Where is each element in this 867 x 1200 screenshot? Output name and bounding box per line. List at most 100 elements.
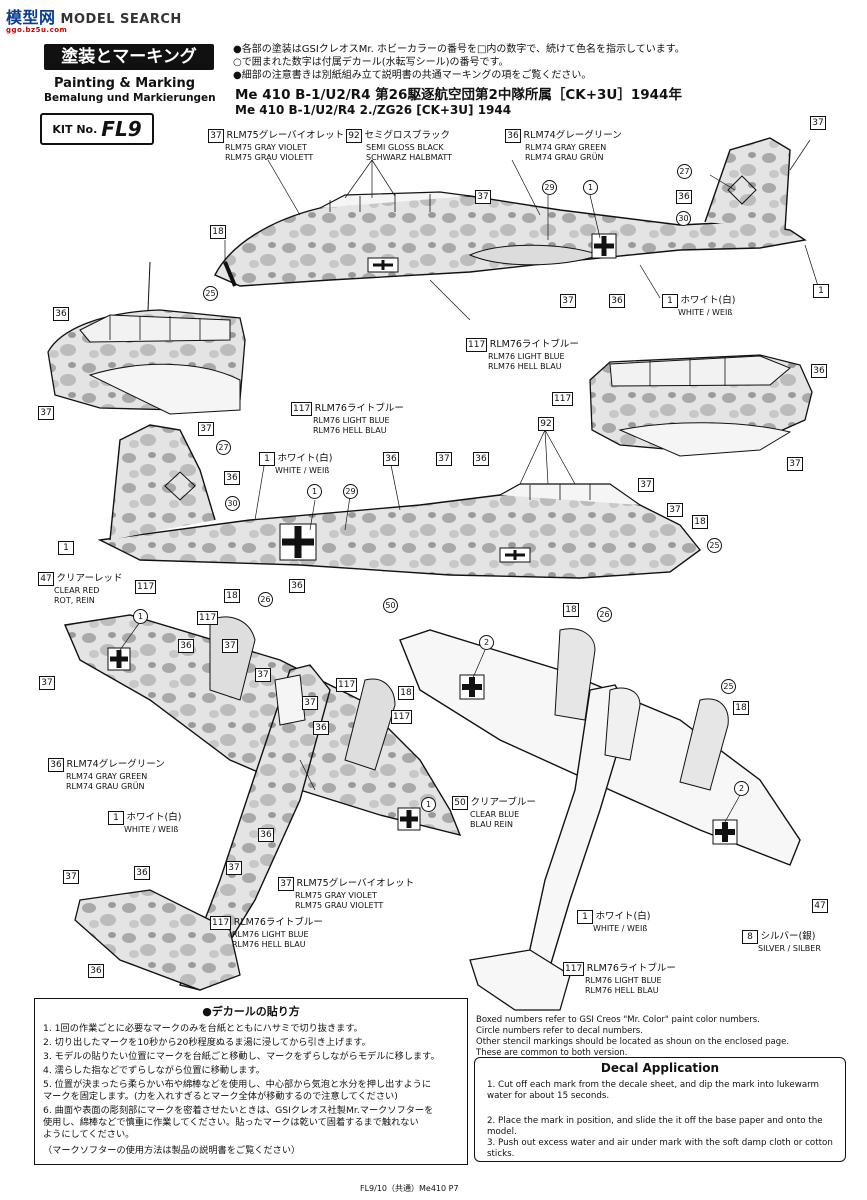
callout-117-plan: 117 RLM76ライトブルー RLM76 LIGHT BLUE RLM76 H… — [210, 916, 323, 949]
callout-1-plan: 1 ホワイト(白) WHITE / WEIß — [108, 811, 181, 835]
plan-view-bottom — [399, 628, 801, 1011]
label-37-plan-a: 37 — [222, 639, 238, 653]
label-27-tail: 27 — [677, 164, 692, 179]
label-29-mid: 29 — [343, 484, 358, 499]
note-line-3: ●細部の注意書きは別紙組み立て説明書の共通マーキングの項をご覧ください。 — [233, 70, 592, 81]
decal-application-item: 2. Place the mark in position, and slide… — [487, 1116, 823, 1137]
decal-line: 5. 位置が決まったら柔らかい布や綿棒などを使用し、中心部から気泡と水分を押し出… — [43, 1079, 432, 1090]
label-1-tailfin: 1 — [813, 284, 829, 298]
label-50-plan: 50 — [383, 598, 398, 613]
label-37-mid-d: 37 — [638, 478, 654, 492]
label-117-plan-c: 117 — [391, 710, 413, 724]
label-18-plan-d: 18 — [733, 701, 749, 715]
english-note: These are common to both version. — [476, 1048, 628, 1058]
english-note: Boxed numbers refer to GSI Creos "Mr. Co… — [476, 1015, 760, 1025]
side-view-right — [97, 424, 702, 579]
callout-1-mid: 1 ホワイト(白) WHITE / WEIß — [259, 452, 332, 476]
callout-92-top: 92 セミグロスブラック SEMI GLOSS BLACK SCHWARZ HA… — [346, 129, 452, 162]
label-92-mid: 92 — [538, 417, 554, 431]
decal-line: （マークソフターの使用方法は製品の説明書をご覧ください） — [43, 1145, 301, 1156]
label-117-nose-right: 117 — [552, 392, 574, 406]
label-25-mid: 25 — [707, 538, 722, 553]
label-18-plan-b: 18 — [398, 686, 414, 700]
label-2-plan-a: 2 — [479, 635, 494, 650]
aircraft-heading-jp: Me 410 B-1/U2/R4 第26駆逐航空団第2中隊所属［CK+3U］19… — [235, 87, 682, 103]
decal-line: 使用し、綿棒などで慎重に作業してください。貼ったマークは乾いて固着するまで触れな… — [43, 1117, 419, 1128]
label-2-plan-b: 2 — [734, 781, 749, 796]
label-36-plan-d: 36 — [134, 866, 150, 880]
kit-number-box: KIT No. FL9 — [40, 113, 154, 145]
callout-36-top: 36 RLM74グレーグリーン RLM74 GRAY GREEN RLM74 G… — [505, 129, 622, 162]
callout-47: 47 クリアーレッド CLEAR RED ROT, REIN — [38, 572, 122, 605]
english-note: Other stencil markings should be located… — [476, 1037, 790, 1047]
callout-117-top: 117 RLM76ライトブルー RLM76 LIGHT BLUE RLM76 H… — [466, 338, 579, 371]
english-notes: Boxed numbers refer to GSI Creos "Mr. Co… — [476, 1015, 789, 1059]
nose-detail-right — [589, 354, 813, 457]
decal-line: 6. 曲面や表面の彫刻部にマークを密着させたいときは、GSIクレオス社製Mr.マ… — [43, 1105, 434, 1116]
label-37-top-mid: 37 — [475, 190, 491, 204]
watermark: 模型网 MODEL SEARCH ggo.bz5u.com — [6, 4, 182, 34]
aircraft-heading-en: Me 410 B-1/U2/R4 2./ZG26 [CK+3U] 1944 — [235, 103, 512, 117]
label-117-mid-low: 117 — [135, 580, 157, 594]
plan-view-top — [64, 614, 462, 991]
label-37-mid-tail: 37 — [198, 422, 214, 436]
label-26-plan-a: 26 — [258, 592, 273, 607]
label-36-mid-low: 36 — [289, 579, 305, 593]
label-37-top-low: 37 — [560, 294, 576, 308]
note-line-2: ○で囲まれた数字は付属デカール(水転写シール)の番号です。 — [233, 57, 509, 68]
callout-37-plan: 37 RLM75グレーバイオレット RLM75 GRAY VIOLET RLM7… — [278, 877, 414, 910]
label-27-mid: 27 — [216, 440, 231, 455]
label-1-plan-a: 1 — [133, 609, 148, 624]
decal-application-box: Decal Application 1. Cut off each mark f… — [474, 1057, 846, 1162]
callout-1-top: 1 ホワイト(白) WHITE / WEIß — [662, 294, 735, 318]
watermark-sub: ggo.bz5u.com — [6, 26, 68, 34]
callout-8: 8 シルバー(銀) SILVER / SILBER — [742, 930, 821, 954]
label-37-plan-b: 37 — [39, 676, 55, 690]
side-view-left — [214, 137, 807, 287]
label-36-mid: 36 — [224, 471, 240, 485]
label-36-plan-e: 36 — [88, 964, 104, 978]
label-36-tail: 36 — [676, 190, 692, 204]
label-1-mid-left: 1 — [58, 541, 74, 555]
label-117-plan-a: 117 — [197, 611, 219, 625]
label-1-mid: 1 — [307, 484, 322, 499]
kit-number: FL9 — [101, 117, 142, 141]
callout-37-top: 37 RLM75グレーバイオレット RLM75 GRAY VIOLET RLM7… — [208, 129, 344, 162]
decal-line: 2. 切り出したマークを10秒から20秒程度ぬるま湯に浸してから引き上げます。 — [43, 1037, 371, 1048]
english-note: Circle numbers refer to decal numbers. — [476, 1026, 643, 1036]
label-37-plan-e: 37 — [226, 861, 242, 875]
decal-application-item: 3. Push out excess water and air under m… — [487, 1138, 833, 1159]
callout-117-bottom: 117 RLM76ライトブルー RLM76 LIGHT BLUE RLM76 H… — [563, 962, 676, 995]
label-1-plan-b: 1 — [421, 797, 436, 812]
label-36-top-low: 36 — [609, 294, 625, 308]
decal-application-item: 1. Cut off each mark from the decale she… — [487, 1080, 820, 1101]
decal-instructions-jp: ●デカールの貼り方 1. 1回の作業ごとに必要なマークのみを台紙とともにハサミで… — [34, 998, 468, 1165]
callout-1-bottom: 1 ホワイト(白) WHITE / WEIß — [577, 910, 650, 934]
label-37-nose-right: 37 — [787, 457, 803, 471]
label-37-plan-f: 37 — [63, 870, 79, 884]
label-37-plan-c: 37 — [255, 668, 271, 682]
kit-label: KIT No. — [52, 122, 98, 136]
label-36-nose: 36 — [53, 307, 69, 321]
section-title-de: Bemalung und Markierungen — [44, 92, 216, 104]
label-18-mid: 18 — [692, 515, 708, 529]
callout-117-nose: 117 RLM76ライトブルー RLM76 LIGHT BLUE RLM76 H… — [291, 402, 404, 435]
label-37-mid-e: 37 — [667, 503, 683, 517]
nose-detail-left — [47, 261, 246, 415]
label-36-plan-a: 36 — [178, 639, 194, 653]
label-30-tail: 30 — [676, 211, 691, 226]
label-36-mid-b: 36 — [383, 452, 399, 466]
section-title-en: Painting & Marking — [54, 76, 196, 91]
label-1-top: 1 — [583, 180, 598, 195]
label-36-mid-c: 36 — [473, 452, 489, 466]
label-117-plan-b: 117 — [336, 678, 358, 692]
decal-line: 3. モデルの貼りたい位置にマークを台紙ごと移動し、マークをずらしながらモデルに… — [43, 1051, 440, 1062]
decal-line: ようにしてください。 — [43, 1129, 135, 1140]
label-25-plan: 25 — [721, 679, 736, 694]
label-18-top: 18 — [210, 225, 226, 239]
label-26-plan-b: 26 — [597, 607, 612, 622]
label-36-plan-c: 36 — [258, 828, 274, 842]
decal-line: 4. 濡らした指などでずらしながら位置に移動します。 — [43, 1065, 265, 1076]
watermark-cn: 模型网 — [6, 8, 56, 27]
decal-box-title: ●デカールの貼り方 — [202, 1005, 300, 1018]
